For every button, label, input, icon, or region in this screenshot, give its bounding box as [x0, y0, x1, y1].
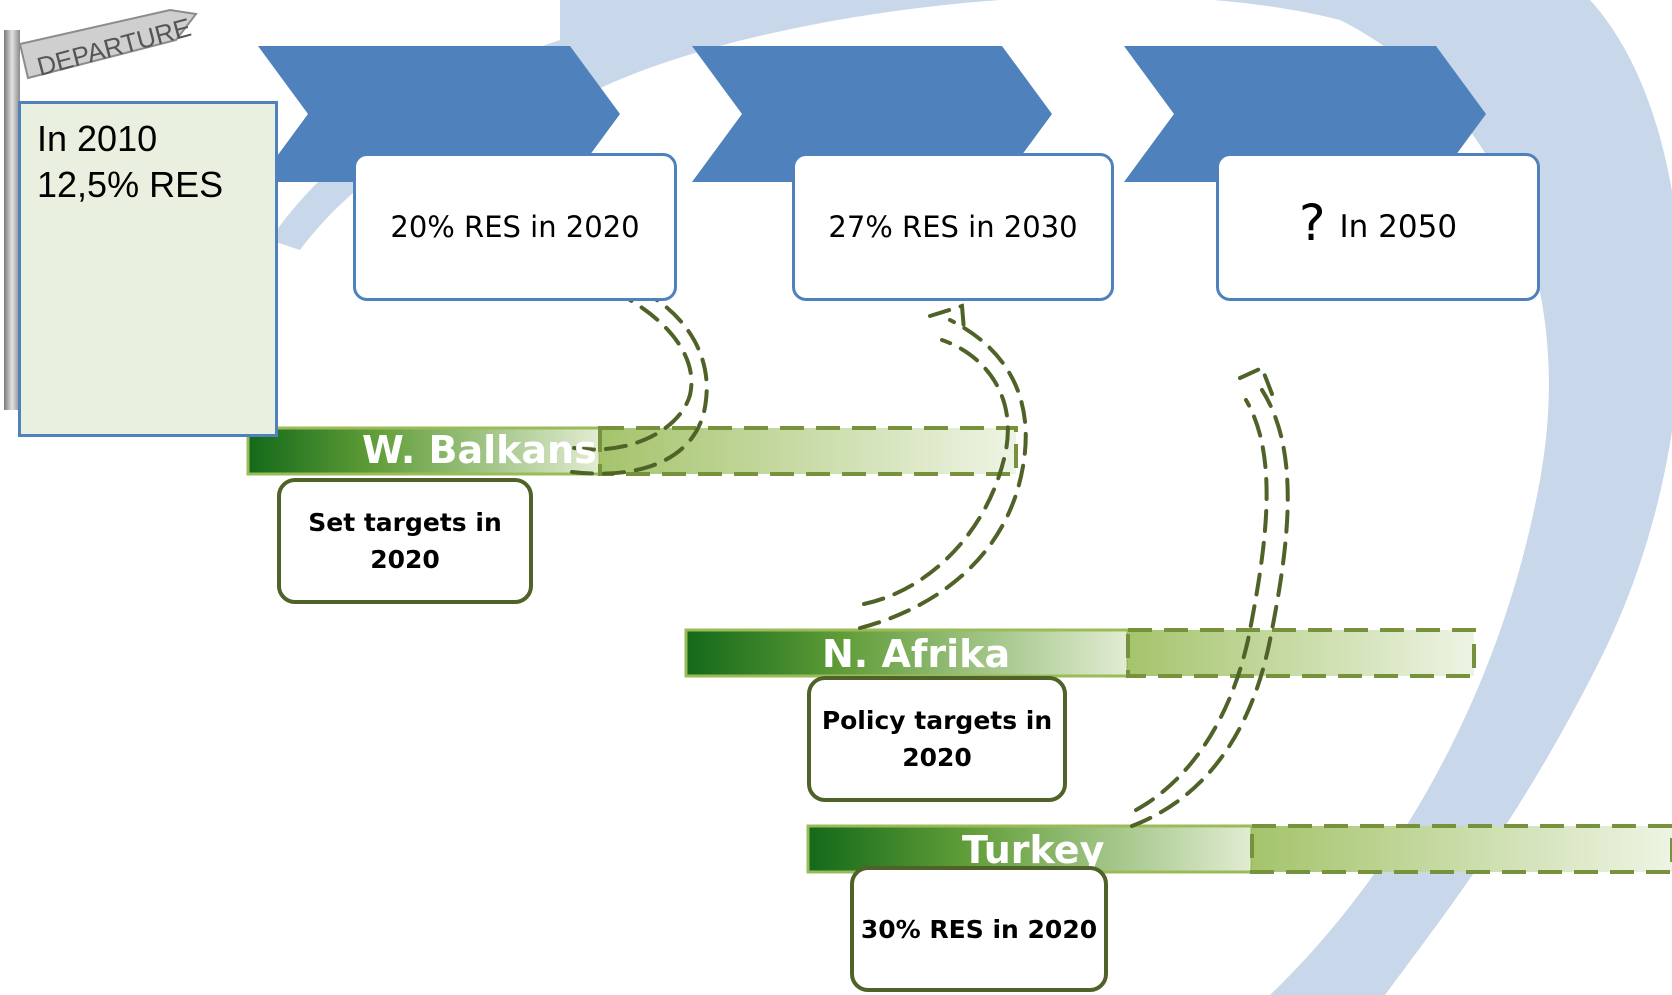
- region-label-w-balkans: W. Balkans: [362, 428, 597, 472]
- region-label-turkey: Turkey: [962, 828, 1105, 872]
- note-w-balkans-text: Set targets in 2020: [308, 508, 502, 574]
- note-w-balkans: Set targets in 2020: [277, 478, 533, 604]
- start-res-share: 12,5% RES: [37, 164, 224, 205]
- start-year: In 2010: [37, 118, 158, 159]
- curved-arrow-turkey: [1130, 388, 1290, 828]
- curved-arrow-w-balkans: [570, 288, 709, 476]
- note-n-afrika: Policy targets in 2020: [807, 676, 1067, 802]
- milestone-2020: 20% RES in 2020: [353, 153, 677, 301]
- milestone-2050: ? In 2050: [1216, 153, 1540, 301]
- chevron-1: [258, 46, 620, 182]
- milestone-2020-label: 20% RES in 2020: [390, 210, 640, 244]
- region-label-n-afrika: N. Afrika: [822, 632, 1011, 676]
- bar-n-afrika: [684, 628, 1476, 678]
- curved-arrow-n-afrika: [858, 318, 1028, 630]
- note-n-afrika-text: Policy targets in 2020: [821, 706, 1053, 772]
- start-status-box: In 2010 12,5% RES: [18, 101, 278, 437]
- bar-w-balkans: [246, 426, 1018, 476]
- curved-arrow-head-3: [1238, 365, 1274, 396]
- curved-arrow-head-2: [928, 303, 966, 332]
- chevron-2: [692, 46, 1052, 182]
- chevron-3: [1124, 46, 1486, 182]
- curved-arrow-turkey-inner: [1134, 398, 1269, 812]
- note-turkey: 30% RES in 2020: [850, 866, 1108, 992]
- question-mark: ?: [1298, 194, 1326, 252]
- bar-turkey: [806, 824, 1672, 874]
- curved-arrow-w-balkans-inner: [572, 298, 694, 452]
- curved-arrow-n-afrika-inner: [862, 338, 1010, 606]
- background-swoosh: [560, 0, 1672, 995]
- milestone-2050-label: In 2050: [1339, 209, 1458, 245]
- milestone-2030-label: 27% RES in 2030: [828, 210, 1078, 244]
- milestone-2030: 27% RES in 2030: [792, 153, 1114, 301]
- note-turkey-text: 30% RES in 2020: [860, 914, 1098, 944]
